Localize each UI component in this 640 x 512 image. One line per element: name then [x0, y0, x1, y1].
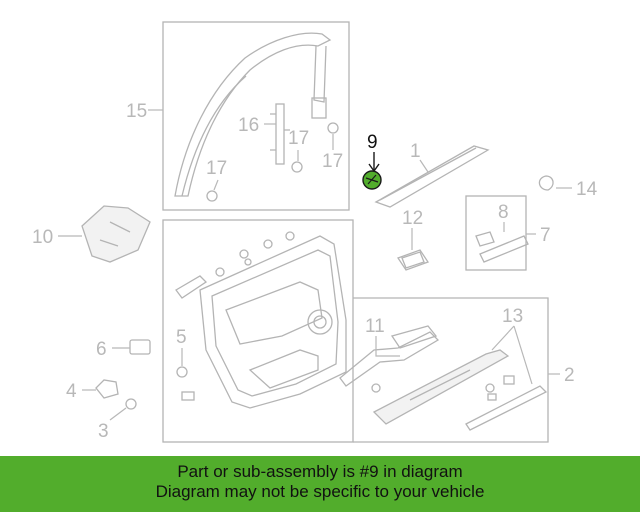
callout-7: 7 — [540, 225, 551, 246]
plug-14 — [538, 175, 554, 191]
lower-panel-group-box — [353, 297, 549, 443]
bezel-12 — [397, 249, 429, 271]
handle-bracket — [175, 275, 208, 299]
window-frame-trim — [174, 32, 332, 197]
callout-8: 8 — [498, 202, 509, 223]
clip-small — [181, 391, 195, 401]
callout-3: 3 — [98, 421, 109, 442]
callout-14: 14 — [576, 179, 598, 200]
clip-17-fasteners — [206, 122, 339, 202]
leader-lines — [58, 109, 572, 421]
handle-group-box — [465, 195, 527, 271]
callout-12: 12 — [402, 208, 423, 229]
handle-8 — [475, 231, 529, 263]
callout-11: 11 — [365, 316, 385, 337]
screws — [215, 231, 295, 277]
callout-13: 13 — [502, 306, 523, 327]
callout-17-b: 17 — [322, 151, 343, 172]
callout-17-c: 17 — [206, 158, 227, 179]
fastener-3 — [125, 398, 137, 410]
callout-9: 9 — [367, 132, 378, 153]
window-frame-group-box — [162, 21, 350, 211]
strip-13 — [465, 385, 548, 431]
callout-17-a: 17 — [288, 128, 309, 149]
armrest-bracket-11 — [339, 325, 440, 387]
callout-4: 4 — [66, 381, 77, 402]
cover-4 — [95, 379, 119, 399]
parts-diagram: 15 16 17 17 17 9 1 14 8 7 12 10 11 13 2 … — [32, 21, 598, 443]
notice-line-1: Part or sub-assembly is #9 in diagram — [177, 462, 463, 481]
notice-line-2: Diagram may not be specific to your vehi… — [155, 482, 485, 501]
door-trim-panel — [199, 235, 347, 409]
callout-5: 5 — [176, 327, 187, 348]
clip-5 — [176, 366, 188, 378]
bracket-10 — [81, 205, 151, 263]
callout-16: 16 — [238, 115, 259, 136]
callout-15: 15 — [126, 101, 147, 122]
belt-molding-1 — [374, 145, 490, 208]
lower-trim-2 — [372, 349, 510, 425]
fasteners-13 — [371, 375, 515, 401]
notice-banner: Part or sub-assembly is #9 in diagram Di… — [0, 456, 640, 512]
door-panel-group-box — [162, 219, 354, 443]
callout-1: 1 — [410, 141, 421, 162]
trim-bracket-16 — [270, 103, 290, 165]
clip-9-highlighted — [362, 170, 382, 190]
callout-6: 6 — [96, 339, 107, 360]
callout-10: 10 — [32, 227, 53, 248]
pad-6 — [129, 339, 151, 355]
callout-2: 2 — [564, 365, 575, 386]
